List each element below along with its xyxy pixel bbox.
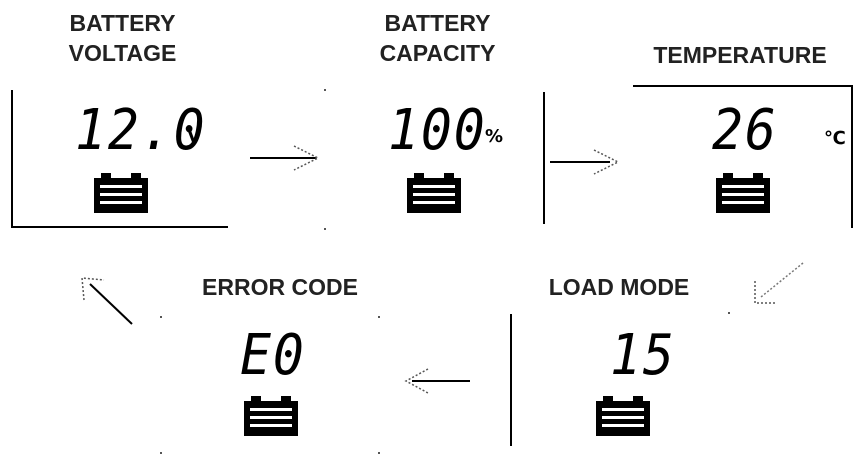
arrow-icon [754,262,804,304]
battery-voltage-value: 12.0 [75,98,207,163]
dot-mark [378,316,380,318]
temperature-unit: ℃ [824,128,846,149]
arrow-icon [250,145,320,171]
arrow-icon [550,149,620,175]
divider-line [543,92,545,224]
battery-icon [407,173,461,213]
battery-icon [244,396,298,436]
load-mode-label: LOAD MODE [548,274,690,300]
screen-border-right [851,85,853,228]
battery-icon [94,173,148,213]
dot-mark [378,452,380,454]
screen-border-bottom [11,226,228,228]
error-code-value: E0 [240,323,306,388]
battery-voltage-unit: V [187,126,201,147]
battery-capacity-unit: % [485,126,504,147]
battery-voltage-label: BATTERY VOLTAGE [68,10,177,66]
load-mode-value: 15 [610,323,676,388]
arrow-icon [404,368,470,394]
temperature-value: 26 [712,98,778,163]
dot-mark [160,452,162,454]
screen-border-top [633,85,852,87]
divider-line [510,314,512,446]
temperature-label: TEMPERATURE [653,42,827,68]
dot-mark [324,89,326,91]
dot-mark [324,228,326,230]
error-code-label: ERROR CODE [202,274,358,300]
screen-border-left [11,90,13,226]
battery-capacity-value: 100 [388,98,487,163]
battery-capacity-label: BATTERY CAPACITY [379,10,496,66]
arrow-icon [81,277,133,325]
battery-icon [596,396,650,436]
dot-mark [160,316,162,318]
battery-icon [716,173,770,213]
dot-mark [728,312,730,314]
